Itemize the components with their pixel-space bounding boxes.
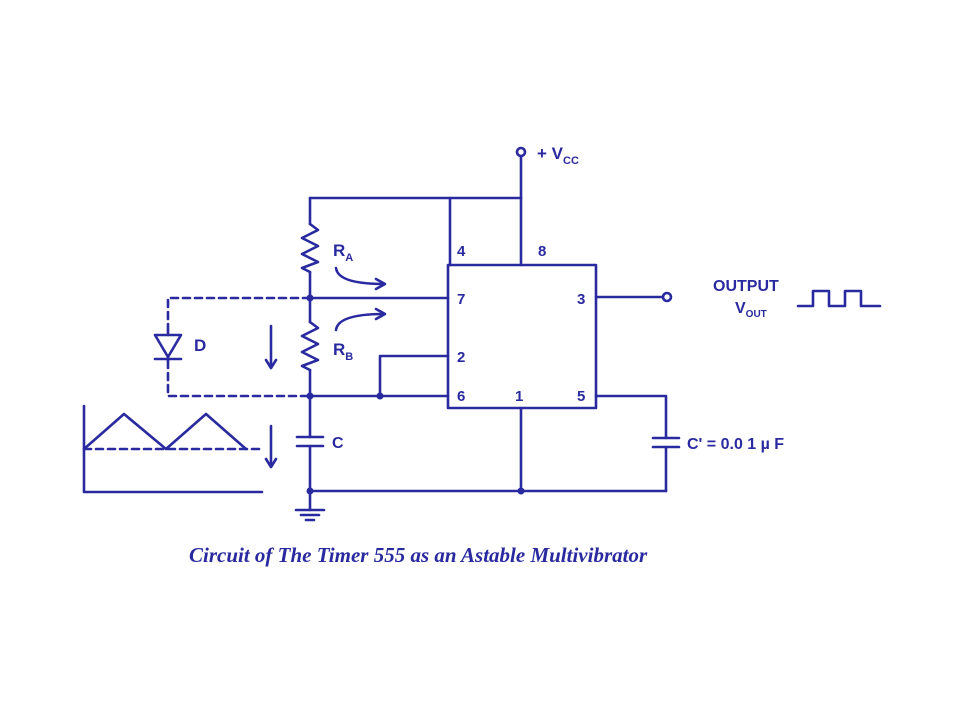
pin-1-label: 1: [515, 388, 523, 405]
diode-dashed-wire-bottom: [166, 359, 312, 398]
capacitor-c-label: C: [332, 435, 344, 452]
pin-2-label: 2: [457, 349, 465, 366]
output-label: OUTPUT: [713, 278, 779, 295]
resistor-rb: [300, 320, 320, 372]
pin-7-label: 7: [457, 291, 465, 308]
control-capacitor-label: C' = 0.0 1 µ F: [687, 436, 784, 453]
diode-label: D: [194, 336, 206, 355]
resistor-ra-label: RA: [333, 241, 353, 264]
pin-5-label: 5: [577, 388, 585, 405]
pin-8-label: 8: [538, 243, 546, 260]
vcc-label: + VCC: [537, 144, 579, 167]
resistor-rb-label: RB: [333, 340, 353, 363]
output-terminal: [661, 291, 673, 303]
vout-label: VOUT: [735, 300, 767, 320]
pin2-wire: [378, 354, 450, 398]
pin-4-label: 4: [457, 243, 466, 260]
down-arrow-icon: [264, 424, 278, 469]
resistor-ra: [300, 222, 320, 274]
ground-icon: [294, 508, 326, 522]
diode-icon: [153, 329, 183, 363]
pin-6-label: 6: [457, 388, 465, 405]
capacitor-waveform: [82, 404, 264, 494]
discharge-arrow-icon: [334, 307, 387, 332]
diode-dashed-wire-top: [166, 296, 312, 333]
pin5-wire: [594, 394, 668, 440]
diagram-caption: Circuit of The Timer 555 as an Astable M…: [189, 543, 648, 567]
ic-555-body: [446, 263, 598, 410]
output-square-wave: [796, 289, 882, 308]
down-arrow-icon: [264, 324, 278, 370]
charge-arrow-icon: [334, 266, 387, 291]
pin-3-label: 3: [577, 291, 585, 308]
